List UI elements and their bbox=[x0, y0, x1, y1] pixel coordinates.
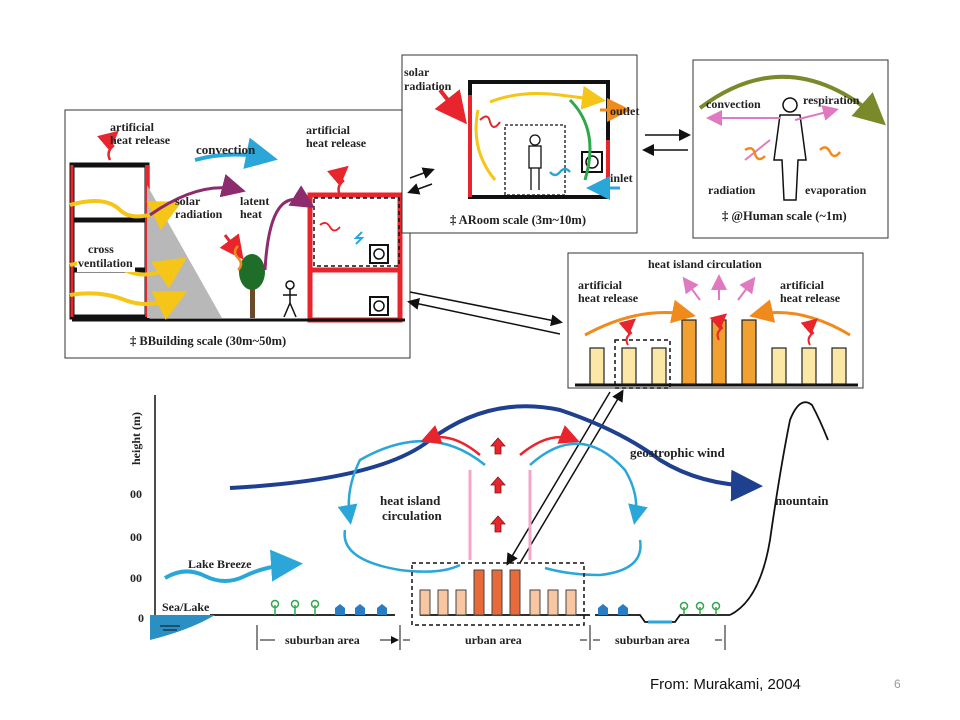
y-tick: 00 bbox=[130, 571, 142, 585]
human-label-respiration: respiration bbox=[803, 93, 860, 107]
building-scale-caption: ‡ BBuilding scale (30m~50m) bbox=[130, 334, 286, 348]
label-convection: convection bbox=[196, 142, 256, 157]
label-lake-breeze: Lake Breeze bbox=[188, 557, 252, 571]
label-heat-release-left: heat release bbox=[110, 133, 171, 147]
label-urban: urban area bbox=[465, 633, 522, 647]
island-regional-link bbox=[506, 389, 624, 566]
panel-link-arrows bbox=[407, 129, 691, 335]
label-geostrophic-wind: geostrophic wind bbox=[630, 445, 726, 460]
building-scale-panel: artificial heat release convection artif… bbox=[64, 109, 411, 359]
y-tick: 00 bbox=[130, 530, 142, 544]
label-heat-island: heat island bbox=[380, 493, 441, 508]
label-heat: heat bbox=[240, 207, 262, 221]
room-label-inlet: inlet bbox=[610, 171, 633, 185]
room-label-outlet: outlet bbox=[610, 104, 639, 118]
island-label-heat-release-left: heat release bbox=[578, 291, 639, 305]
label-circulation: circulation bbox=[382, 508, 442, 523]
label-ventilation: ventilation bbox=[78, 256, 133, 270]
human-label-radiation: radiation bbox=[708, 183, 756, 197]
label-heat-release-right: heat release bbox=[306, 136, 367, 150]
y-axis-label: height (m) bbox=[129, 412, 143, 465]
y-tick: 0 bbox=[138, 611, 144, 625]
label-solar: solar bbox=[175, 194, 201, 208]
suburban-right-features bbox=[598, 601, 721, 624]
heat-island-panel: heat island circulation artificial heat … bbox=[567, 252, 864, 389]
human-label-evaporation: evaporation bbox=[805, 183, 867, 197]
label-radiation: radiation bbox=[175, 207, 223, 221]
urban-buildings bbox=[419, 569, 577, 616]
room-label-solar: solar bbox=[404, 65, 430, 79]
room-scale-caption: ‡ ARoom scale (3m~10m) bbox=[450, 213, 586, 227]
label-mountain: mountain bbox=[775, 493, 829, 508]
page-number: 6 bbox=[894, 677, 901, 691]
label-artificial-right: artificial bbox=[306, 123, 351, 137]
suburban-left-features bbox=[270, 599, 387, 615]
human-figure-icon bbox=[773, 97, 807, 201]
human-scale-caption: ‡ @Human scale (~1m) bbox=[722, 209, 847, 223]
updraft-arrows bbox=[490, 437, 506, 533]
person-icon bbox=[528, 134, 542, 190]
room-label-radiation: radiation bbox=[404, 79, 452, 93]
human-label-convection: convection bbox=[706, 97, 761, 111]
label-suburban-left: suburban area bbox=[285, 633, 360, 647]
y-tick: 00 bbox=[130, 487, 142, 501]
source-citation: From: Murakami, 2004 bbox=[650, 676, 801, 693]
island-panel-title: heat island circulation bbox=[648, 257, 762, 271]
island-label-heat-release-right: heat release bbox=[780, 291, 841, 305]
label-artificial-left: artificial bbox=[110, 120, 155, 134]
room-scale-panel: solar radiation outlet inlet ‡ ARoom sca… bbox=[401, 54, 639, 234]
human-scale-panel: convection respiration radiation evapora… bbox=[692, 59, 889, 239]
regional-scale: height (m) 00 00 00 0 bbox=[129, 395, 829, 650]
person-icon bbox=[283, 280, 297, 318]
island-label-artificial-left: artificial bbox=[578, 278, 623, 292]
label-suburban-right: suburban area bbox=[615, 633, 690, 647]
zone-dimension-lines bbox=[256, 625, 726, 650]
label-latent: latent bbox=[240, 194, 269, 208]
tree-icon bbox=[239, 254, 265, 318]
island-label-artificial-right: artificial bbox=[780, 278, 825, 292]
label-cross: cross bbox=[88, 242, 114, 256]
label-sea-lake: Sea/Lake bbox=[162, 600, 210, 614]
